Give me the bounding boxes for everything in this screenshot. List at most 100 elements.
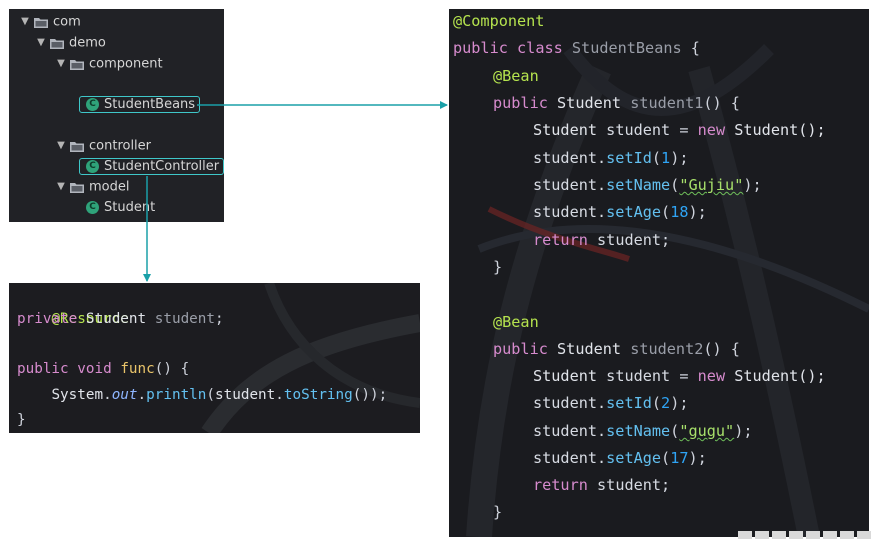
tree-item-label: controller [89, 138, 152, 154]
folder-icon [70, 141, 84, 152]
class-icon: C [86, 201, 99, 214]
code-token: toString [283, 387, 353, 403]
code-token: ( [661, 203, 671, 221]
tree-item-model[interactable]: ▼ model [55, 177, 129, 197]
code-line: @Resource [17, 283, 128, 327]
code-token: return [533, 476, 588, 494]
code-token: public [453, 39, 508, 57]
code-line: public void func() { [17, 357, 189, 382]
code-token: "gugu" [679, 422, 735, 440]
tree-item-controller[interactable]: ▼ controller [55, 136, 151, 156]
code-token: student. [533, 203, 607, 221]
chevron-down-icon[interactable]: ▼ [37, 37, 45, 48]
code-token: 18 [670, 203, 689, 221]
tree-item-component[interactable]: ▼ component [55, 54, 163, 74]
bean-annotation: @Bean [493, 313, 539, 331]
code-line: } [493, 254, 502, 281]
code-line: student.setAge(17); [533, 445, 707, 472]
folder-icon [70, 59, 84, 70]
code-token: ( [670, 176, 680, 194]
code-token: ( [651, 149, 662, 167]
tree-item-label: StudentBeans [104, 97, 196, 112]
chevron-down-icon[interactable]: ▼ [57, 58, 65, 69]
code-token: } [17, 412, 26, 428]
code-token: ( [651, 394, 662, 412]
code-token: 17 [670, 449, 689, 467]
tree-item-com[interactable]: ▼ com [19, 12, 81, 32]
code-token: ; [215, 311, 224, 327]
code-token: println [146, 387, 207, 403]
code-token: ); [688, 449, 707, 467]
code-token: . [275, 387, 284, 403]
code-token: ()); [352, 387, 388, 403]
code-token: setId [606, 149, 652, 167]
code-line: public class StudentBeans { [453, 35, 700, 62]
chevron-down-icon[interactable]: ▼ [21, 16, 29, 27]
component-annotation: @Component [453, 12, 545, 30]
tree-item-label: model [89, 179, 130, 195]
code-token: Student [85, 311, 147, 327]
code-token: ); [743, 176, 762, 194]
code-line: Student student = new Student(); [533, 117, 826, 144]
code-token: ); [688, 203, 707, 221]
code-token: Student(); [734, 367, 826, 385]
folder-icon [34, 17, 48, 28]
tree-item-label: component [89, 56, 163, 72]
code-token: 2 [661, 394, 671, 412]
code-line: } [17, 408, 26, 433]
code-line: @Component [453, 9, 544, 35]
code-line: public Student student1() { [493, 90, 740, 117]
code-line: student.setName("gugu"); [533, 418, 753, 445]
code-line: @Bean [493, 63, 539, 90]
code-token: student. [533, 449, 607, 467]
code-token: Student [557, 340, 622, 358]
code-token: student1 [630, 94, 704, 112]
code-line: public Student student2() { [493, 336, 740, 363]
folder-icon [70, 182, 84, 193]
code-line: } [493, 499, 502, 526]
code-token: student. [533, 149, 607, 167]
code-token: new [697, 367, 726, 385]
code-token: { [690, 39, 700, 57]
code-token: void [77, 361, 112, 377]
code-token: ( [661, 449, 671, 467]
code-token: student2 [630, 340, 704, 358]
tree-item-label: demo [69, 35, 106, 51]
code-token: ( [670, 422, 680, 440]
code-token: student; [597, 231, 671, 249]
code-token: System [51, 387, 104, 403]
code-token: student; [597, 476, 671, 494]
code-token: student [215, 387, 276, 403]
tree-item-label: com [53, 14, 81, 30]
code-token: () { [154, 361, 190, 377]
code-token: Student [533, 121, 598, 139]
code-token: func [120, 361, 155, 377]
code-token: student. [533, 422, 607, 440]
code-line: student.setId(2); [533, 390, 688, 417]
code-token: student [154, 311, 216, 327]
code-token: () { [703, 94, 740, 112]
code-line: System.out.println(student.toString()); [17, 383, 387, 408]
code-line: student.setName("Gujiu"); [533, 172, 762, 199]
code-token: ( [206, 387, 216, 403]
code-token: . [103, 387, 112, 403]
code-token: Student(); [734, 121, 826, 139]
folder-icon [50, 38, 64, 49]
code-token: out [111, 387, 138, 403]
component-code-panel: @Component public class StudentBeans { @… [449, 9, 869, 537]
chevron-down-icon[interactable]: ▼ [57, 140, 65, 151]
code-token: "Gujiu" [679, 176, 744, 194]
chevron-down-icon[interactable]: ▼ [57, 181, 65, 192]
code-token: private [17, 311, 78, 327]
code-token: public [493, 340, 548, 358]
code-line: Student student = new Student(); [533, 363, 826, 390]
tree-item-demo[interactable]: ▼ demo [35, 33, 106, 53]
code-token: . [137, 387, 147, 403]
code-token: ); [670, 394, 689, 412]
code-token: setId [606, 394, 652, 412]
